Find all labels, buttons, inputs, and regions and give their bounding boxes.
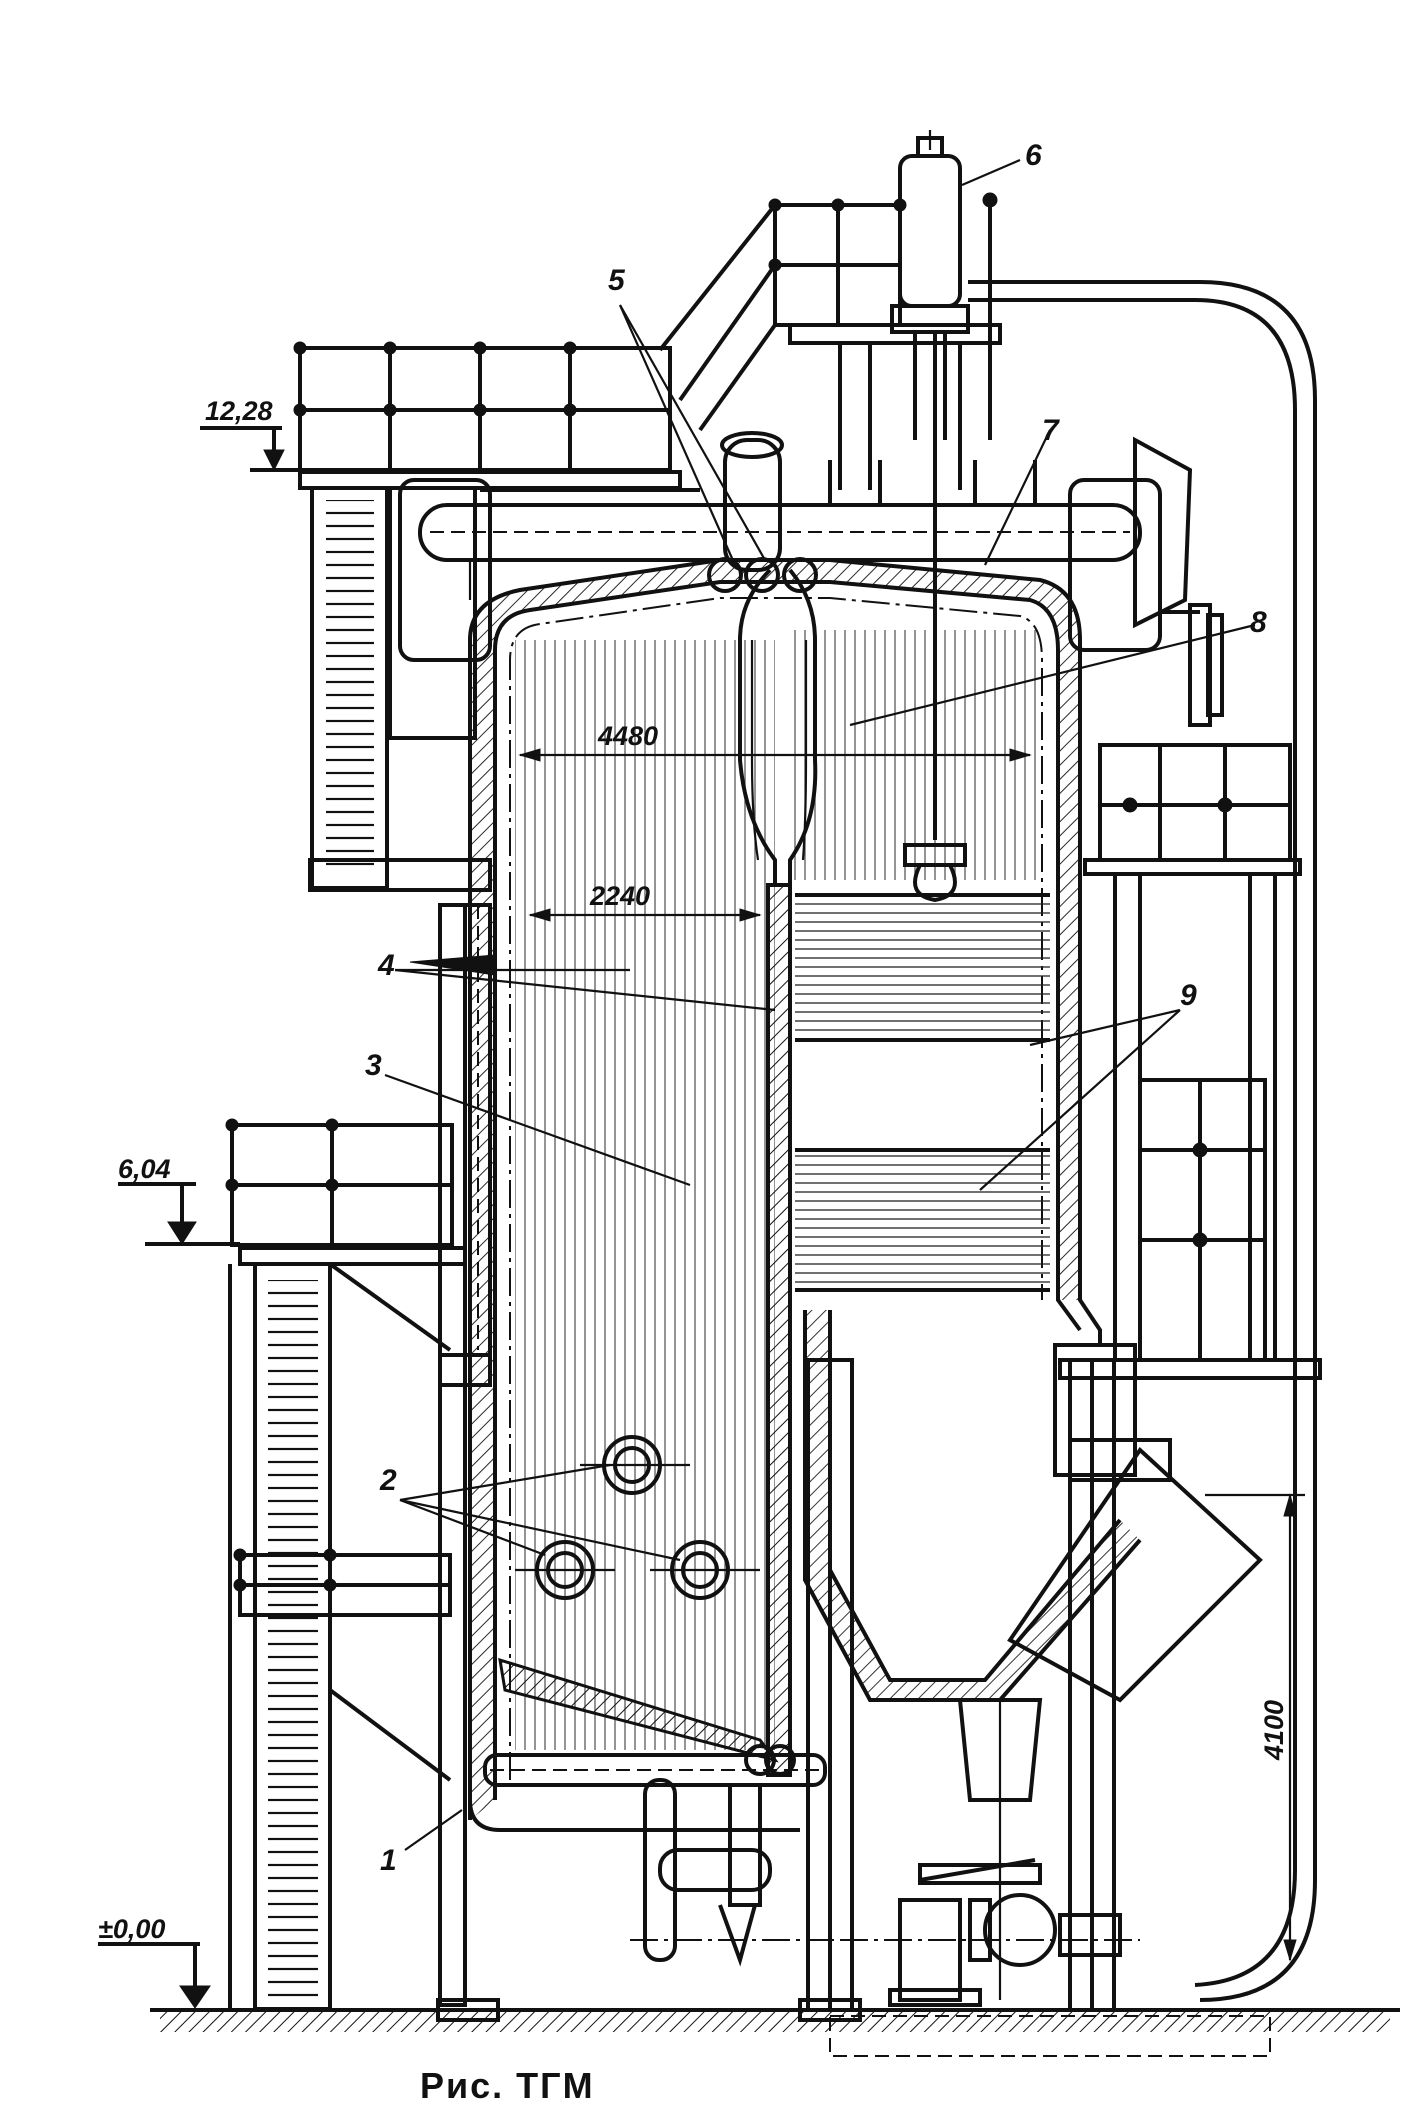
label-8: 8 [1250,606,1267,639]
label-2: 2 [379,1464,397,1497]
figure-caption: Рис. ТГМ [420,2065,595,2106]
label-5: 5 [608,264,626,297]
ground [150,2008,1400,2057]
label-3: 3 [365,1049,382,1082]
top-right-railing [658,198,1002,490]
dim-4100-text: 4100 [1259,1700,1289,1761]
left-stair-platform [225,1118,467,2011]
bottom-pipework [630,1778,1140,2007]
elevation-top-text: 12,28 [205,396,273,426]
right-railing-lower [1058,1078,1322,1380]
dim-4480-text: 4480 [597,721,658,751]
elevation-middle-mark: 6,04 [118,1154,240,1246]
burner-lower-left [515,1540,615,1600]
burner-lower-right [650,1540,760,1600]
elevation-ground-mark: ±0,00 [98,1914,211,2009]
elevation-top-mark: 12,28 [200,396,310,472]
label-9: 9 [1180,979,1197,1012]
downcomer-riser [707,431,818,593]
dim-4100: 4100 [1205,1493,1305,1962]
furnace-shell [468,558,1102,1820]
label-7: 7 [1042,414,1060,447]
top-left-railing [293,341,682,892]
label-4: 4 [377,949,395,982]
elevation-ground-text: ±0,00 [98,1914,165,1944]
convective-section [795,330,1050,1292]
return-pipe [968,280,1317,2002]
leader-lines [384,158,1256,1851]
elevation-middle-text: 6,04 [118,1154,171,1184]
furnace-bottom [468,1657,827,1832]
label-1: 1 [380,1844,397,1877]
label-6: 6 [1025,139,1042,172]
separator-unit [890,130,998,440]
dim-2240-text: 2240 [589,881,650,911]
right-railing-upper [1083,743,1302,1360]
support-column-center [798,1358,1116,2022]
